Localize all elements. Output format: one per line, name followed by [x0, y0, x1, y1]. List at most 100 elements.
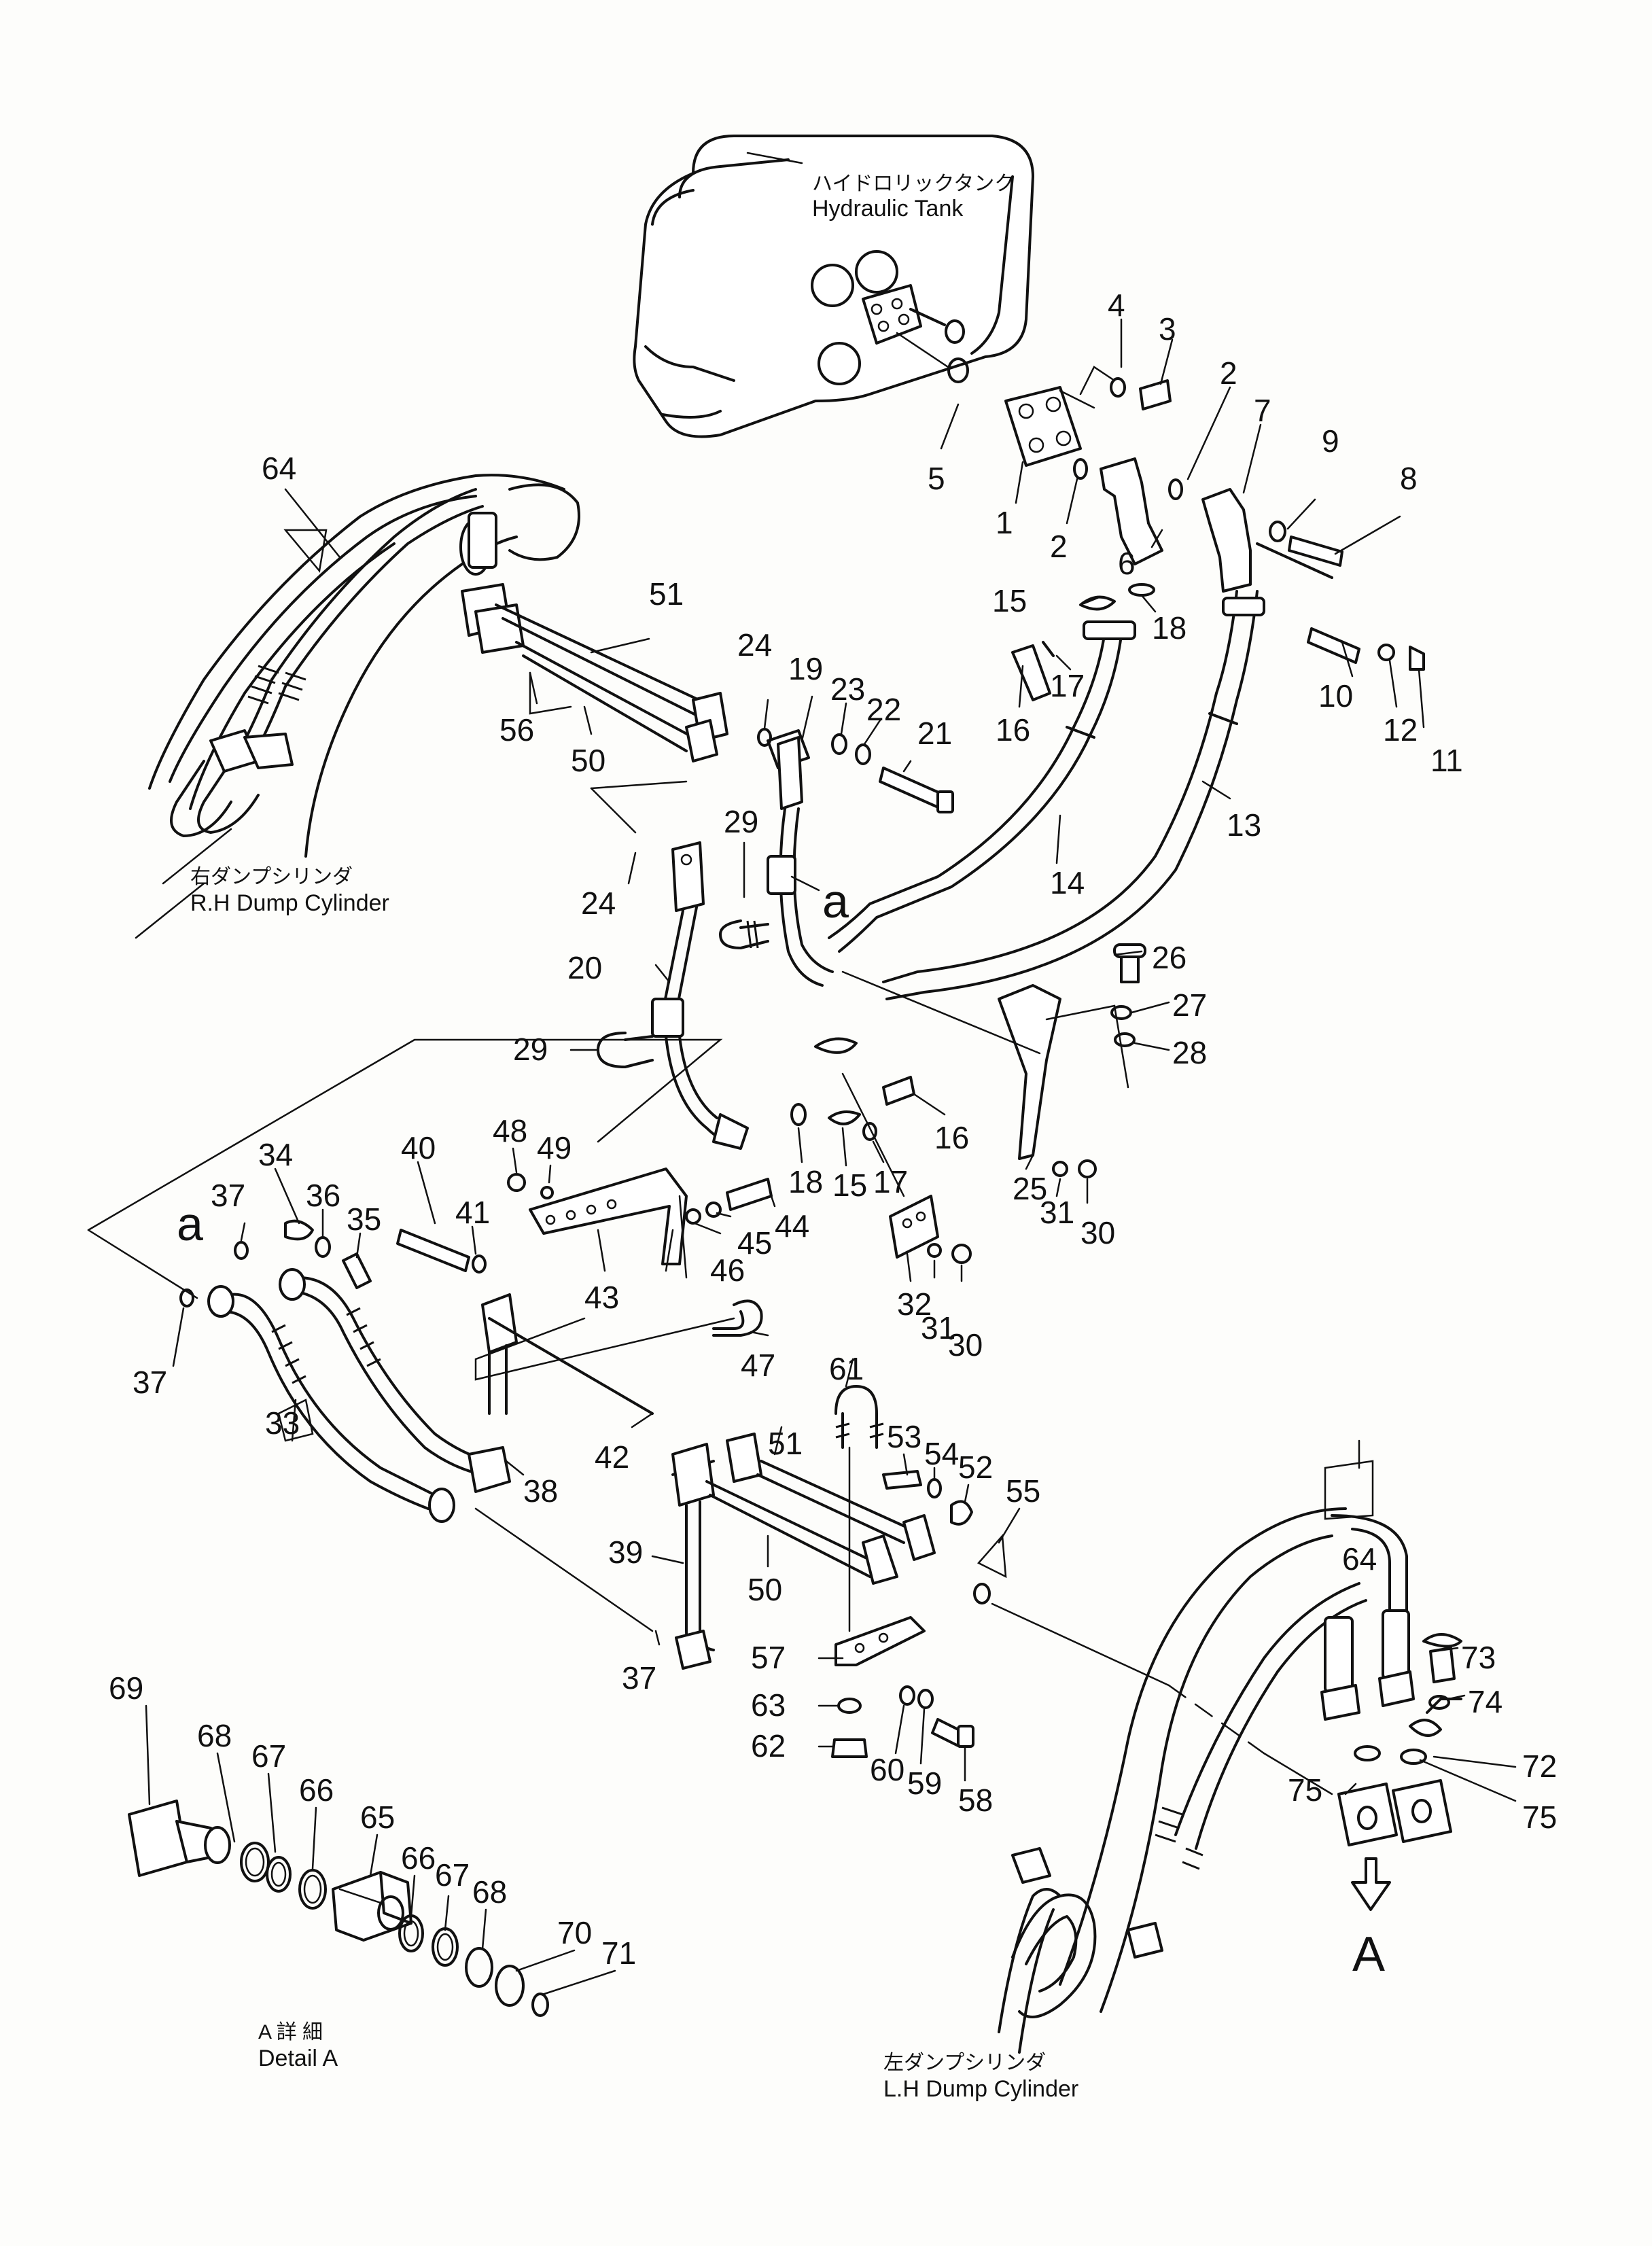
callout-21: 21 — [917, 716, 952, 751]
callout-37: 37 — [211, 1178, 245, 1213]
hydraulic-tank — [633, 135, 1034, 438]
callout-48: 48 — [493, 1113, 527, 1148]
callout-42: 42 — [595, 1439, 629, 1475]
callout-2: 2 — [1220, 355, 1237, 391]
callout-14: 14 — [1050, 865, 1085, 900]
lh-dump-cylinder — [998, 1460, 1462, 2054]
callout-65: 65 — [360, 1800, 395, 1835]
callout-40: 40 — [401, 1130, 436, 1165]
callout-75: 75 — [1288, 1772, 1322, 1808]
callout-11: 11 — [1430, 743, 1463, 778]
callout-45: 45 — [737, 1225, 772, 1261]
rh-cylinder-caption-jp: 右ダンプシリンダ — [190, 866, 353, 888]
callout-61: 61 — [829, 1351, 864, 1386]
tube-38-39 — [481, 1293, 715, 1670]
callout-73: 73 — [1461, 1640, 1496, 1675]
callout-34: 34 — [258, 1137, 293, 1172]
tubes-50-51-lower — [705, 1433, 1007, 1604]
callout-16: 16 — [996, 712, 1030, 748]
callout-67: 67 — [251, 1738, 286, 1774]
callout-a: a — [177, 1197, 203, 1250]
callout-9: 9 — [1322, 423, 1339, 459]
callout-22: 22 — [866, 692, 901, 727]
callout-49: 49 — [537, 1130, 572, 1165]
assembly-plane-lines — [87, 780, 1129, 1381]
callout-68: 68 — [197, 1718, 232, 1753]
callout-50: 50 — [571, 743, 605, 778]
tank-caption-jp: ハイドロリックタンク — [812, 173, 1015, 195]
callout-7: 7 — [1254, 393, 1271, 428]
callout-31: 31 — [1040, 1195, 1074, 1230]
rh-dump-cylinder — [135, 474, 580, 939]
callout-2: 2 — [1050, 529, 1068, 564]
callout-50: 50 — [748, 1572, 782, 1607]
callout-28: 28 — [1172, 1035, 1207, 1070]
tank-caption-en: Hydraulic Tank — [812, 196, 964, 222]
callout-18: 18 — [1152, 610, 1187, 646]
callout-68: 68 — [472, 1874, 507, 1910]
bracket-25 — [998, 943, 1146, 1178]
center-fittings — [790, 1037, 915, 1141]
callout-51: 51 — [649, 576, 684, 612]
callout-27: 27 — [1172, 987, 1207, 1023]
callout-51: 51 — [768, 1426, 803, 1461]
callout-1: 1 — [996, 505, 1013, 540]
tube-19 — [767, 736, 834, 987]
u-bolt-61-bracket-57 — [831, 1385, 974, 1758]
callout-13: 13 — [1227, 807, 1261, 843]
callout-12: 12 — [1383, 712, 1418, 748]
callout-6: 6 — [1118, 546, 1136, 581]
callout-37: 37 — [622, 1660, 656, 1696]
callout-72: 72 — [1522, 1749, 1557, 1784]
callout-31: 31 — [921, 1310, 955, 1346]
callout-58: 58 — [958, 1783, 993, 1818]
leader-lines — [145, 318, 1517, 1996]
captions: ハイドロリックタンク Hydraulic Tank 右ダンプシリンダ R.H D… — [190, 173, 1385, 2102]
detail-a-caption-jp: A 詳 細 — [258, 2021, 323, 2043]
bracket-43 — [507, 1168, 773, 1337]
detail-a-caption-en: Detail A — [258, 2046, 338, 2071]
callout-53: 53 — [887, 1419, 921, 1454]
plate-32 — [889, 1195, 972, 1264]
callout-52: 52 — [958, 1450, 993, 1485]
callout-55: 55 — [1006, 1473, 1040, 1509]
callout-26: 26 — [1152, 940, 1187, 975]
callout-70: 70 — [557, 1915, 592, 1950]
callout-64: 64 — [1342, 1541, 1377, 1577]
callout-10: 10 — [1318, 678, 1353, 714]
tubes-50-51-upper — [495, 603, 728, 762]
callout-56: 56 — [499, 712, 534, 748]
view-a-label: A — [1352, 1927, 1385, 1982]
lh-cylinder-caption-jp: 左ダンプシリンダ — [883, 2052, 1046, 2074]
callout-a: a — [822, 875, 849, 928]
connection-lines — [474, 1507, 1333, 1795]
callout-16: 16 — [934, 1120, 969, 1155]
callout-64: 64 — [262, 451, 296, 486]
callout-36: 36 — [306, 1178, 340, 1213]
callout-29: 29 — [724, 804, 758, 839]
callout-24: 24 — [737, 627, 772, 663]
callout-4: 4 — [1108, 287, 1125, 323]
callout-44: 44 — [775, 1208, 809, 1244]
callout-67: 67 — [435, 1857, 470, 1893]
callout-32: 32 — [897, 1286, 932, 1322]
tube-20 — [651, 841, 749, 1150]
callout-46: 46 — [710, 1252, 745, 1288]
callout-18: 18 — [788, 1164, 823, 1199]
callout-59: 59 — [907, 1766, 942, 1801]
rh-cylinder-caption-en: R.H Dump Cylinder — [190, 890, 389, 916]
callout-74: 74 — [1468, 1684, 1502, 1719]
callout-47: 47 — [741, 1348, 775, 1383]
callout-5: 5 — [928, 461, 945, 496]
callout-57: 57 — [751, 1640, 786, 1675]
callout-75: 75 — [1522, 1800, 1557, 1835]
callout-17: 17 — [1050, 668, 1085, 703]
callout-60: 60 — [870, 1752, 904, 1787]
callout-3: 3 — [1159, 311, 1176, 347]
callout-15: 15 — [992, 583, 1027, 618]
callout-19: 19 — [788, 651, 823, 686]
lh-cylinder-caption-en: L.H Dump Cylinder — [883, 2076, 1078, 2102]
callout-20: 20 — [567, 950, 602, 985]
